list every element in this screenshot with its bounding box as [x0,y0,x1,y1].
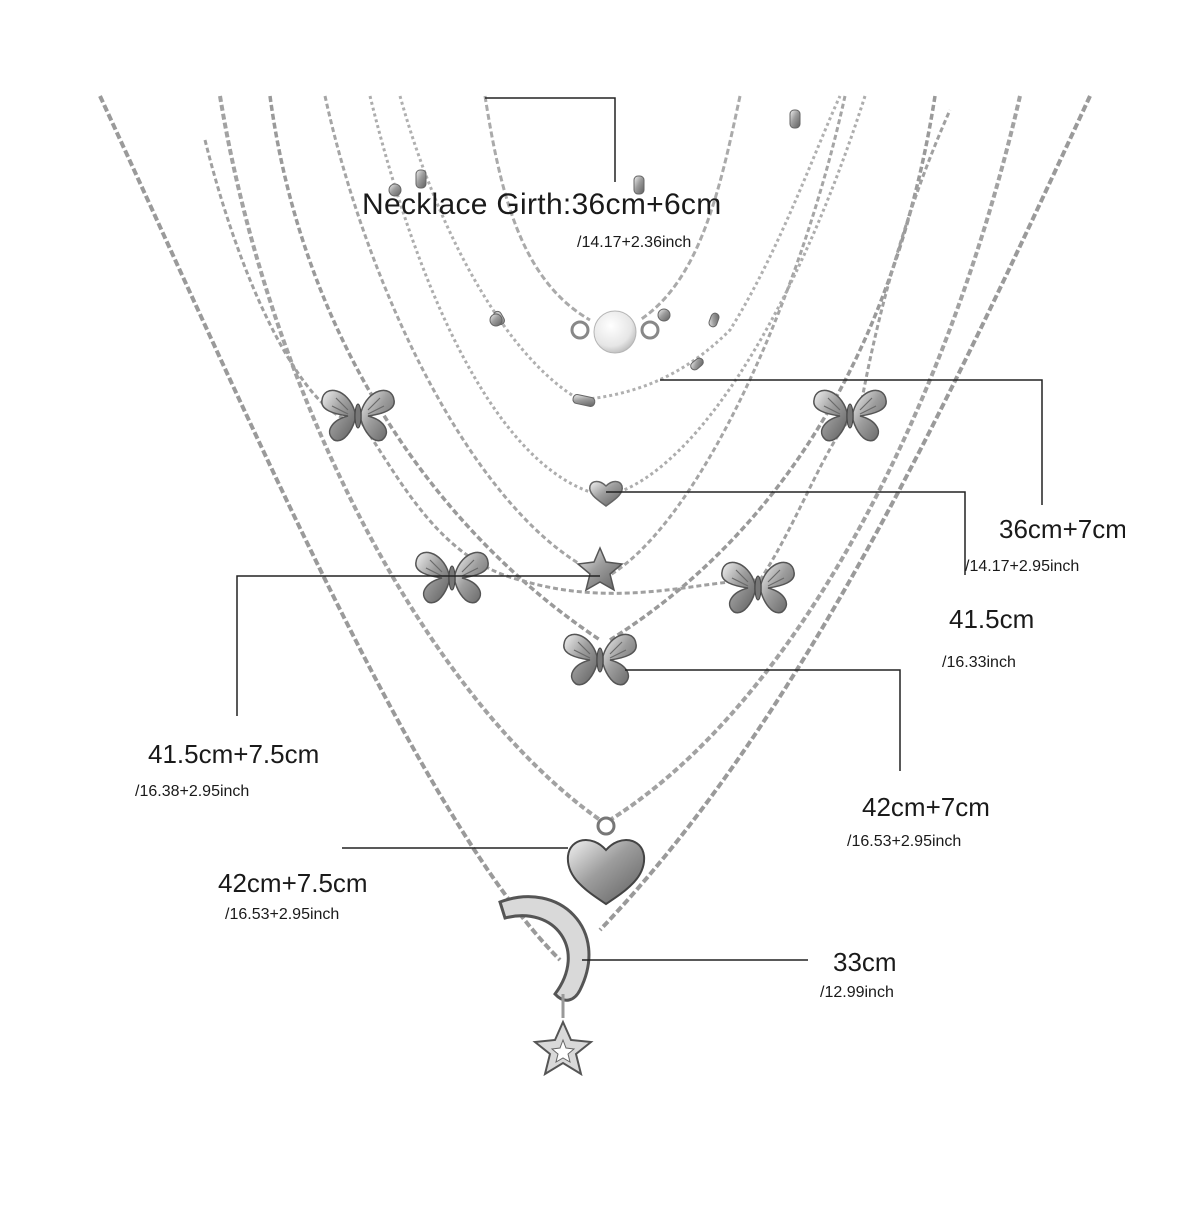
length-41-5-inch-label: /16.33inch [942,654,1016,671]
length-36-7-label: 36cm+7cm [999,514,1125,544]
heart-icon [566,816,646,906]
leader-36-7 [660,379,1043,505]
length-41-5-label: 41.5cm [949,604,1035,634]
length-41-5-7-5-inch-label: /16.38+2.95inch [135,783,250,800]
leader-41-5 [606,491,966,575]
chain-pearl [483,95,742,322]
length-41-5-7-5-label: 41.5cm+7.5cm [148,739,320,769]
length-33-inch-label: /12.99inch [820,984,894,1001]
pearl-icon [570,310,660,354]
length-42-7-5-label: 42cm+7.5cm [218,868,368,898]
chain-butterfly [203,109,952,595]
length-42-7-inch-label: /16.53+2.95inch [847,833,962,850]
chain-36cm-7 [368,95,867,497]
length-42-7-label: 42cm+7cm [862,792,990,822]
heart-small-icon [589,480,623,507]
girth-inch-label: /14.17+2.36inch [577,234,692,251]
length-36-7-inch-label: /14.17+2.95inch [965,558,1080,575]
star-outline-icon [532,994,594,1077]
moon-icon [498,895,591,1002]
leader-lines [236,97,1043,961]
chain-41-5cm [323,95,847,577]
bar-bead-icon [388,109,801,407]
butterfly-icon [321,389,887,686]
chain-42cm-7-5 [218,95,1022,822]
leader-girth [485,97,616,182]
length-33-label: 33cm [833,947,897,977]
leader-41-5-7-5 [236,575,600,716]
girth-label: Necklace Girth:36cm+6cm [362,188,722,221]
chain-33cm [98,95,1092,962]
star-icon [576,546,624,592]
chain-36cm-6 [398,95,842,402]
leader-42-7 [625,669,901,771]
length-42-7-5-inch-label: /16.53+2.95inch [225,906,340,923]
